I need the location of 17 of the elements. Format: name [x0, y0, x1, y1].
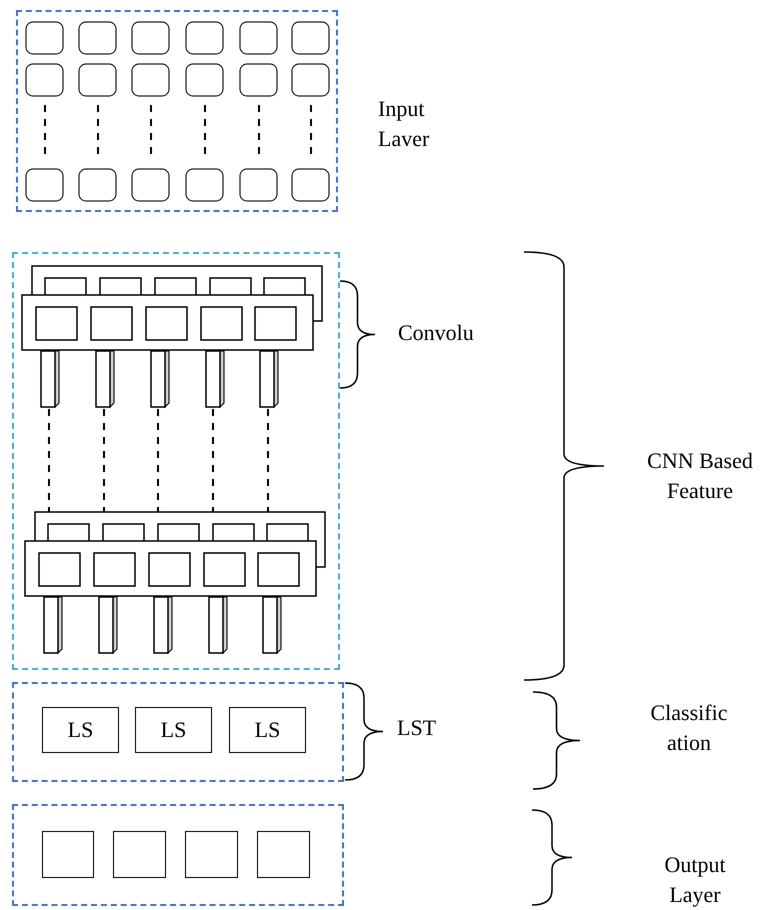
- dashed-panel: [12, 682, 344, 782]
- output-square: [257, 831, 310, 878]
- dashed-panel: [12, 252, 340, 670]
- layer-label: CNN Based Feature: [646, 447, 754, 505]
- layer-label: Convolu: [398, 319, 475, 347]
- lstm-cell: LS: [135, 707, 212, 753]
- layer-label: LST: [397, 714, 438, 742]
- layer-label: Classific ation: [650, 699, 728, 757]
- layer-label: Output Layer: [663, 851, 727, 909]
- dashed-panel: [12, 804, 344, 906]
- output-square: [185, 831, 238, 878]
- output-square: [113, 831, 166, 878]
- layer-label: Input Laver: [378, 95, 430, 153]
- output-square: [42, 831, 94, 878]
- lstm-cell: LS: [229, 707, 306, 753]
- dashed-panel: [16, 10, 338, 212]
- lstm-cell: LS: [42, 707, 119, 753]
